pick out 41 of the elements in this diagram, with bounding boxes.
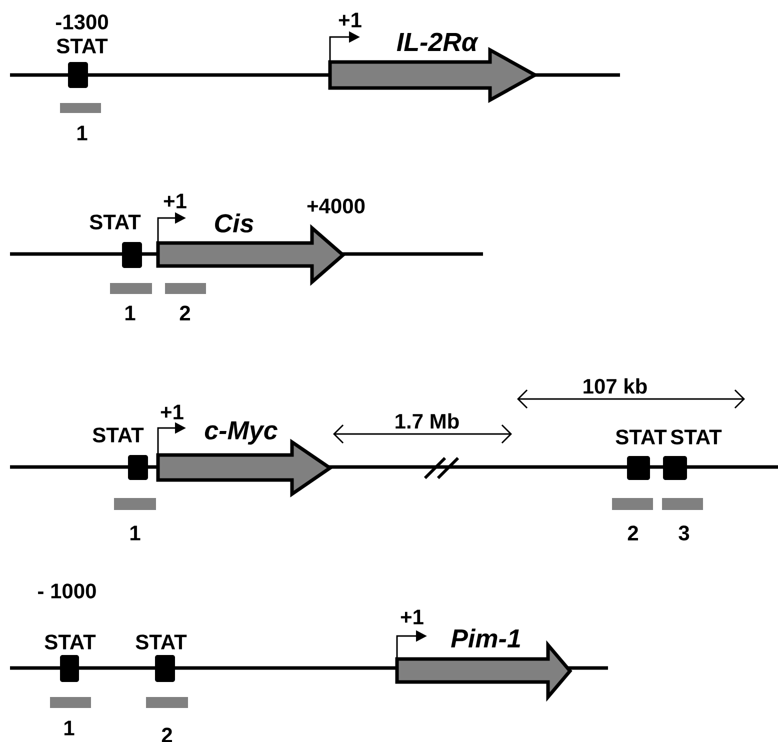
position-label: +1: [400, 610, 424, 624]
position-label: +4000: [307, 198, 365, 214]
node-label: STAT: [92, 428, 144, 442]
node-label: 1: [130, 526, 140, 540]
position-label: +1: [338, 12, 362, 28]
binding-site-box: STAT: [136, 634, 187, 682]
node-label: STAT: [56, 38, 108, 54]
binding-site-box: STAT: [92, 428, 148, 480]
amplicon-bar: 1: [114, 498, 156, 540]
node-label: Pim-1: [451, 628, 520, 648]
amplicon-bar: 3: [662, 498, 703, 540]
binding-site-box: STAT: [616, 430, 667, 480]
node-label: 1: [64, 720, 74, 736]
node-label: STAT: [670, 430, 722, 444]
binding-site-box: STAT: [56, 38, 108, 88]
distance-label: 107 kb: [584, 378, 647, 394]
node-label: STAT: [616, 430, 667, 444]
node-label: STAT: [136, 634, 187, 650]
node-label: 2: [162, 728, 172, 742]
position-label: +1: [164, 194, 186, 208]
node-label: STAT: [44, 634, 96, 650]
binding-site-box: STAT: [44, 634, 96, 682]
node-label: 2: [180, 306, 190, 320]
node-label: IL-2Rα: [396, 32, 478, 52]
amplicon-bar: 2: [165, 283, 206, 320]
position-label: -1300: [56, 14, 108, 30]
amplicon-bar: 1: [50, 697, 91, 736]
amplicon-bar: 1: [60, 103, 101, 140]
node-label: 1: [77, 126, 88, 140]
position-label: - 1000: [38, 584, 96, 598]
amplicon-bar: 2: [146, 697, 188, 742]
amplicon-bar: 1: [110, 283, 152, 320]
position-label: +1: [160, 404, 184, 420]
node-label: 3: [678, 526, 690, 540]
amplicon-bar: 2: [612, 498, 653, 540]
node-label: 1: [125, 306, 136, 320]
binding-site-box: STAT: [90, 214, 142, 268]
node-label: 2: [628, 526, 638, 540]
distance-label: 1.7 Mb: [396, 413, 459, 429]
node-label: STAT: [90, 214, 141, 230]
node-label: c-Myc: [204, 421, 278, 445]
